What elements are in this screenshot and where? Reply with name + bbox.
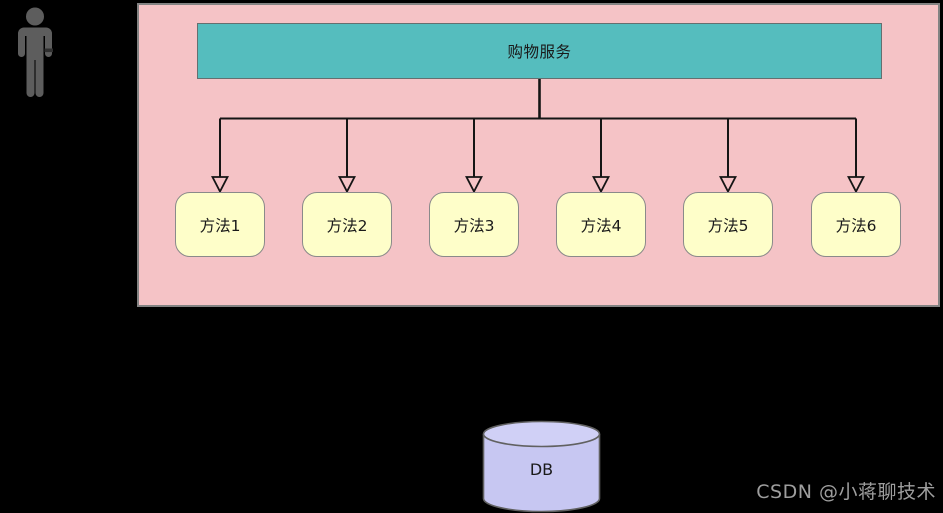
watermark-text: CSDN @小蒋聊技术	[756, 481, 936, 503]
method-box: 方法1	[175, 192, 265, 257]
database-label: DB	[529, 460, 554, 479]
database-cylinder-icon	[482, 420, 601, 513]
method-box: 方法2	[302, 192, 392, 257]
method-box: 方法4	[556, 192, 646, 257]
person-icon	[18, 7, 53, 97]
service-header: 购物服务	[197, 23, 882, 79]
method-box: 方法6	[811, 192, 901, 257]
method-box: 方法5	[683, 192, 773, 257]
method-box: 方法3	[429, 192, 519, 257]
service-title-label: 购物服务	[507, 43, 572, 61]
watch-band-icon	[44, 48, 53, 53]
